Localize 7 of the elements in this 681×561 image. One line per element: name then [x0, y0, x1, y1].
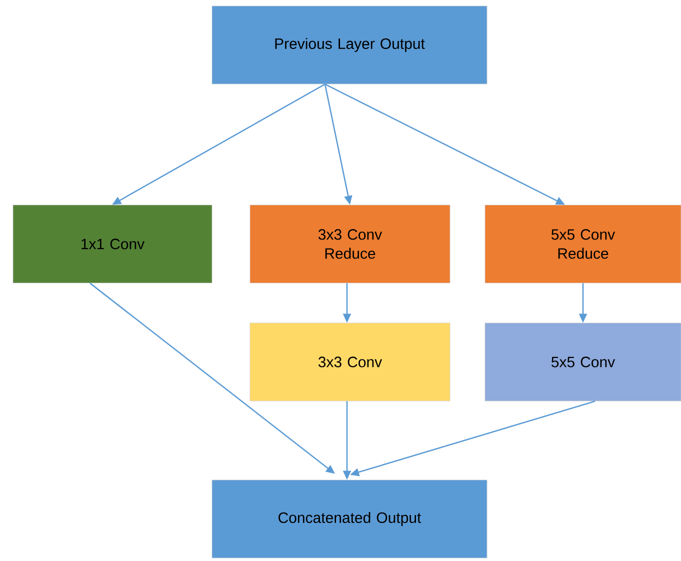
process-box: 1x1 Conv — [12, 204, 212, 284]
layer-box: Previous Layer Output — [212, 6, 488, 84]
process-box: 5x5 Conv Reduce — [484, 204, 681, 284]
layer-box: Concatenated Output — [212, 480, 488, 558]
process-box: 3x3 Conv — [250, 322, 450, 402]
process-box: 3x3 Conv Reduce — [250, 204, 450, 284]
process-box: 5x5 Conv — [484, 322, 681, 402]
